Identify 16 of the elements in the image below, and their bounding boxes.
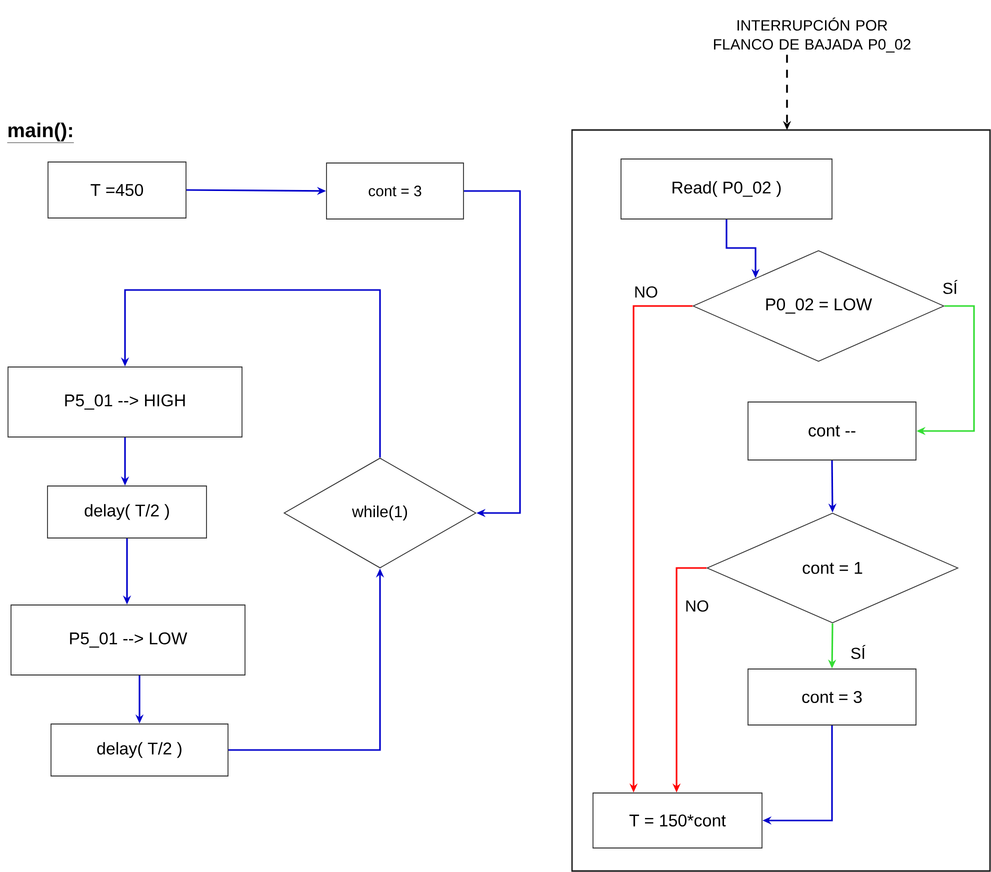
process-box: P5_01 --> HIGH [8, 366, 242, 438]
process-box: delay( T/2 ) [47, 486, 207, 538]
heading: main(): [7, 122, 74, 143]
process-box: cont -- [748, 402, 916, 460]
process-box: P5_01 --> LOW [10, 604, 246, 676]
interrupt-frame [571, 129, 991, 872]
edge-label: NO [633, 285, 659, 299]
process-box: Read( P0_02 ) [620, 158, 832, 220]
process-box: cont = 3 [748, 668, 916, 726]
interrupt-text: INTERRUPCIÓN POR FLANCO DE BAJADA P0_02 [714, 18, 910, 52]
process-box: cont = 3 [326, 162, 464, 220]
process-box: T = 150*cont [592, 792, 762, 848]
process-box: delay( T/2 ) [50, 724, 228, 776]
arrow [464, 190, 521, 518]
process-box: T =450 [48, 162, 186, 218]
edge-label: SÍ [849, 644, 867, 660]
